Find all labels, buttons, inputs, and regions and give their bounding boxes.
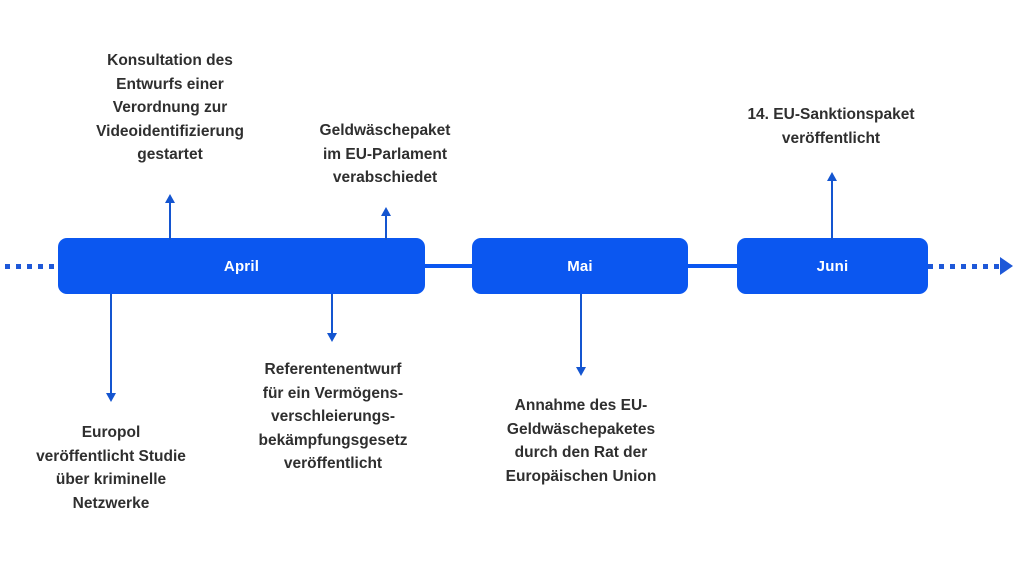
- axis-left-continuation: [5, 264, 59, 269]
- event-caption-konsultation-videoidentifizierung: Konsultation des Entwurfs einer Verordnu…: [96, 52, 244, 164]
- connector-stem: [169, 202, 171, 240]
- arrow-down-icon: [327, 333, 337, 342]
- arrow-up-icon: [827, 172, 837, 181]
- arrow-up-icon: [165, 194, 175, 203]
- month-bar-april[interactable]: April: [58, 238, 425, 294]
- arrow-down-icon: [576, 367, 586, 376]
- connector-stem: [385, 215, 387, 240]
- axis-segment-april-mai: [420, 264, 477, 268]
- arrow-down-icon: [106, 393, 116, 402]
- event-caption-europol-studie-kriminelle-netzwerke: Europol veröffentlicht Studie über krimi…: [36, 424, 186, 512]
- month-bar-juni[interactable]: Juni: [737, 238, 928, 294]
- month-label-mai: Mai: [567, 257, 593, 275]
- month-label-april: April: [223, 257, 260, 275]
- axis-segment-mai-juni: [683, 264, 742, 268]
- event-caption-annahme-eu-geldwaeschepaket-rat: Annahme des EU- Geldwäschepaketes durch …: [505, 397, 657, 485]
- month-label-juni: Juni: [816, 257, 849, 275]
- connector-stem: [110, 294, 112, 394]
- connector-stem: [831, 180, 833, 240]
- connector-stem: [331, 294, 333, 334]
- arrow-right-icon: [1000, 257, 1013, 275]
- event-caption-eu-sanktionspaket-14: 14. EU-Sanktionspaket veröffentlicht: [747, 106, 915, 147]
- month-bar-mai[interactable]: Mai: [472, 238, 688, 294]
- connector-stem: [580, 294, 582, 368]
- event-caption-geldwaeschepaket-eu-parlament: Geldwäschepaket im EU-Parlament verabsch…: [319, 122, 451, 187]
- axis-right-continuation: [928, 264, 1002, 269]
- event-caption-referentenentwurf-vermoegensverschleierung: Referentenentwurf für ein Vermögens- ver…: [258, 361, 408, 473]
- arrow-up-icon: [381, 207, 391, 216]
